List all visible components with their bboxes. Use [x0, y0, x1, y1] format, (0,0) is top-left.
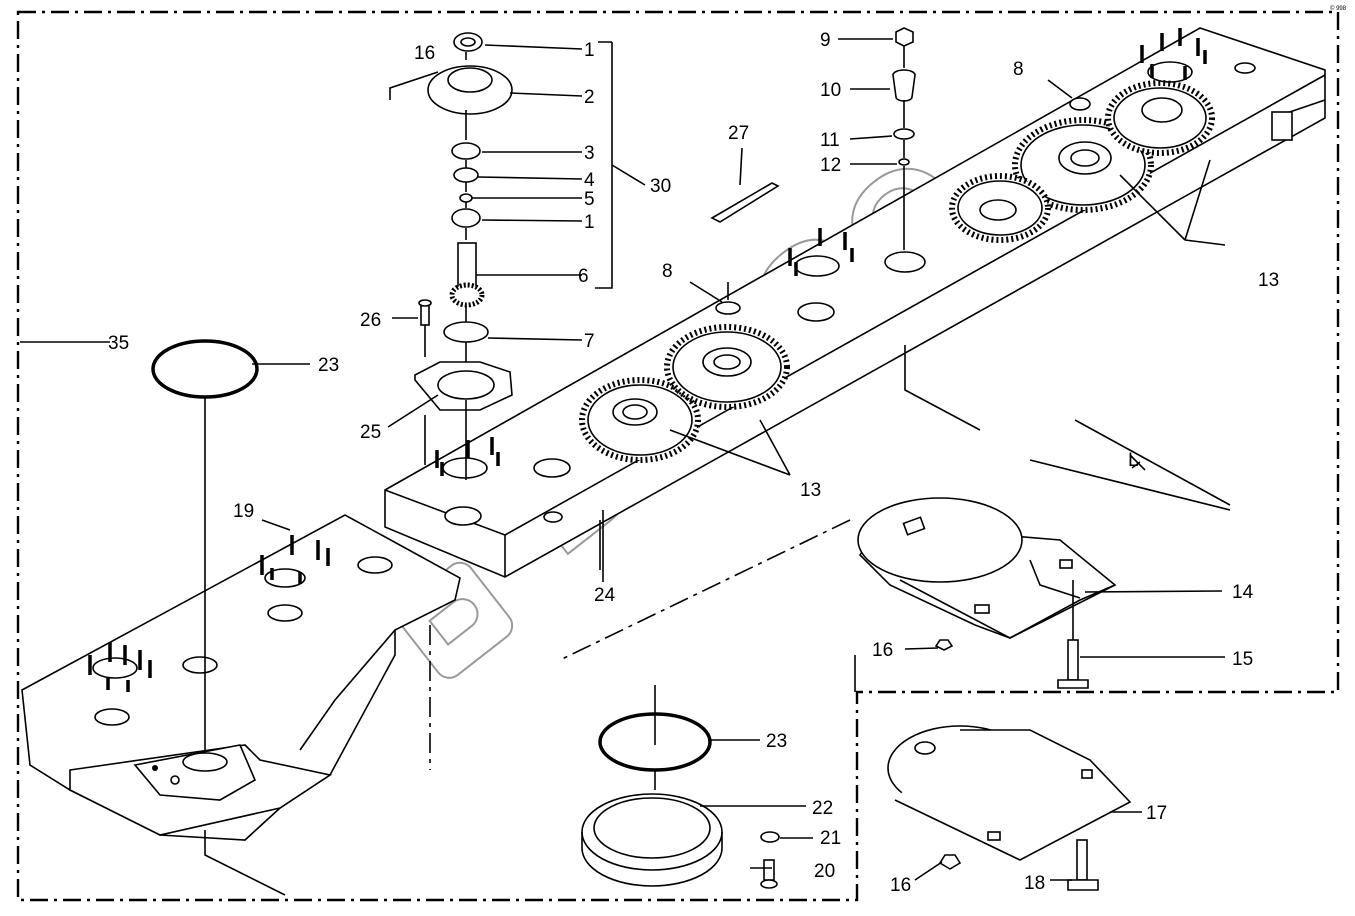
leader-lines	[252, 38, 1226, 881]
part-labels: 1 2 3 4 5 1 6 7 8 8 9 10 11 12 13 13 14 …	[108, 5, 1347, 896]
label-16-middle: 16	[872, 640, 893, 661]
label-19: 19	[233, 501, 254, 522]
label-18: 18	[1024, 873, 1045, 894]
o-ring-upper	[151, 339, 259, 399]
housing-studs	[88, 535, 393, 726]
label-10: 10	[820, 80, 841, 101]
label-3: 3	[584, 143, 595, 164]
beam-fittings	[435, 28, 1256, 526]
guard-plate-lower	[887, 725, 1132, 891]
label-35: 35	[108, 333, 129, 354]
label-26: 26	[360, 310, 381, 331]
gear-icon	[949, 173, 1051, 243]
bottom-cover	[581, 685, 780, 889]
dimension-l: L	[1128, 450, 1139, 471]
label-8-center: 8	[662, 261, 673, 282]
label-12: 12	[820, 155, 841, 176]
shaft-assembly	[414, 32, 513, 480]
label-9: 9	[820, 30, 831, 51]
label-1: 1	[584, 40, 595, 61]
label-24: 24	[594, 585, 616, 606]
corner-mark: © 998	[1330, 5, 1347, 12]
spur-gears	[579, 80, 1215, 463]
label-23-upper: 23	[318, 355, 339, 376]
guard-plate-upper	[857, 497, 1117, 689]
label-22: 22	[812, 798, 833, 819]
label-25: 25	[360, 422, 381, 443]
label-8-right: 8	[1013, 59, 1024, 80]
label-17: 17	[1146, 803, 1167, 824]
label-2: 2	[584, 87, 595, 108]
label-13-center: 13	[800, 480, 821, 501]
label-20: 20	[814, 861, 835, 882]
label-5: 5	[584, 189, 595, 210]
label-21: 21	[820, 828, 841, 849]
label-16-top: 16	[414, 43, 435, 64]
outer-boundary	[16, 10, 1340, 902]
left-housing	[21, 514, 461, 896]
label-7: 7	[584, 331, 595, 352]
gear-icon	[1105, 80, 1215, 156]
label-13-right: 13	[1258, 270, 1279, 291]
label-11: 11	[820, 130, 840, 151]
label-1-lower: 1	[584, 212, 595, 233]
label-27: 27	[728, 123, 749, 144]
key-part	[710, 182, 780, 223]
gear-icon	[579, 377, 701, 463]
label-6: 6	[578, 266, 589, 287]
label-15: 15	[1232, 649, 1253, 670]
gear-icon	[664, 324, 790, 410]
gear-icon	[1012, 117, 1154, 213]
label-4: 4	[584, 170, 595, 191]
label-14: 14	[1232, 582, 1254, 603]
label-16-bottom: 16	[890, 875, 911, 896]
label-23-lower: 23	[766, 731, 787, 752]
label-30: 30	[650, 176, 671, 197]
right-shaft-parts	[715, 27, 1091, 315]
